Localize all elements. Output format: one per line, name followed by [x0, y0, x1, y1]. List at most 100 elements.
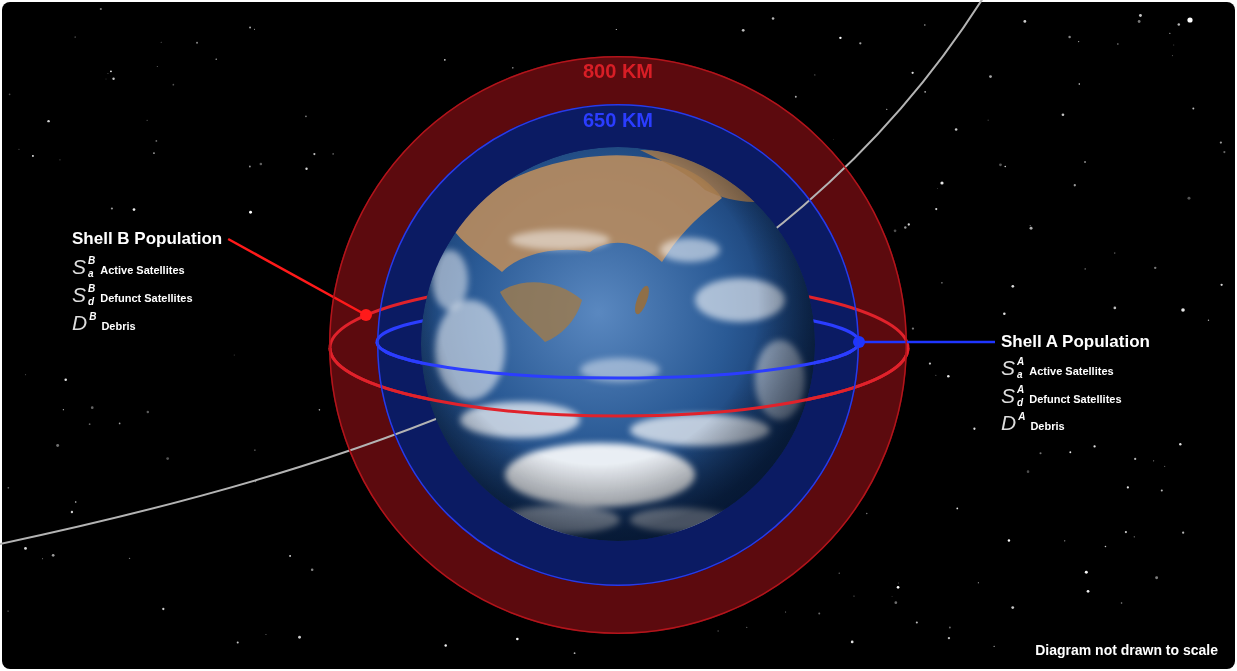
population-label: Defunct Satellites: [100, 292, 192, 304]
star: [1173, 44, 1175, 46]
variable-symbol: D: [72, 313, 87, 333]
star: [742, 29, 745, 32]
star: [1062, 113, 1065, 116]
population-label: Defunct Satellites: [1029, 393, 1121, 405]
star: [111, 207, 113, 209]
star: [7, 610, 8, 611]
star: [839, 573, 840, 574]
shell-superscript: B: [88, 284, 95, 294]
star: [1105, 546, 1107, 548]
star: [897, 586, 900, 589]
star: [71, 511, 73, 513]
state-subscript: a: [1017, 370, 1023, 380]
star: [1155, 576, 1158, 579]
star: [1172, 55, 1173, 56]
star: [894, 229, 897, 232]
star: [254, 449, 255, 450]
star: [616, 29, 617, 30]
star: [254, 29, 255, 30]
star: [955, 128, 958, 131]
star: [91, 406, 94, 409]
star: [908, 223, 910, 225]
star: [886, 109, 887, 110]
star: [1138, 20, 1141, 23]
star: [1084, 161, 1086, 163]
star: [1030, 225, 1031, 226]
shell-a-orbit: [377, 342, 859, 378]
shell-superscript: A: [1017, 357, 1024, 367]
star: [924, 24, 925, 25]
star: [234, 355, 235, 356]
star: [332, 153, 333, 154]
star: [313, 153, 315, 155]
star: [1011, 606, 1014, 609]
star: [940, 181, 943, 184]
star: [237, 642, 239, 644]
shell-disks: [329, 56, 907, 634]
star: [260, 163, 263, 166]
star: [166, 457, 169, 460]
star: [47, 120, 49, 122]
leader-lines: [228, 239, 995, 342]
state-subscript: d: [88, 297, 94, 307]
star: [249, 166, 251, 168]
star: [1139, 14, 1142, 17]
shell-b-orbit: [330, 348, 908, 416]
star: [859, 42, 861, 44]
star: [100, 8, 102, 10]
earth-ocean: [421, 147, 815, 541]
star: [897, 582, 899, 584]
star: [56, 444, 59, 447]
shell-outline: [330, 57, 907, 634]
star: [25, 374, 27, 376]
star: [512, 67, 513, 68]
state-subscript: a: [88, 269, 94, 279]
star: [1169, 33, 1170, 34]
star: [64, 379, 67, 382]
star: [1069, 451, 1071, 453]
star: [785, 611, 787, 613]
star: [1154, 267, 1156, 269]
star: [853, 596, 854, 597]
star: [814, 74, 815, 75]
star: [1127, 486, 1129, 488]
shell-outline: [329, 56, 907, 634]
star: [717, 630, 718, 631]
star: [839, 37, 841, 39]
population-label: Active Satellites: [1029, 365, 1113, 377]
star: [1023, 20, 1026, 23]
star: [1064, 540, 1065, 541]
star: [1085, 268, 1086, 269]
star: [75, 501, 77, 503]
star: [935, 208, 937, 210]
star: [891, 595, 893, 597]
star: [1125, 531, 1127, 533]
star: [1078, 41, 1079, 42]
star: [1114, 252, 1116, 254]
star: [1079, 83, 1080, 84]
star: [24, 547, 27, 550]
star: [911, 72, 913, 74]
shell-superscript: B: [89, 312, 96, 322]
shell-superscript: B: [88, 256, 95, 266]
star: [1085, 571, 1088, 574]
shell-outline: [378, 105, 859, 586]
star: [1003, 313, 1006, 316]
variable-symbol: D: [1001, 413, 1016, 433]
star: [936, 187, 938, 189]
shell-superscript: A: [1017, 385, 1024, 395]
star: [305, 116, 307, 118]
star: [851, 641, 854, 644]
star: [42, 558, 43, 559]
star: [1134, 458, 1136, 460]
star: [1008, 539, 1010, 541]
variable-symbol: S: [1001, 386, 1015, 406]
star: [948, 637, 950, 639]
star: [746, 627, 747, 628]
star: [249, 27, 251, 29]
star: [574, 652, 576, 654]
star: [994, 646, 995, 647]
star: [1117, 43, 1119, 45]
